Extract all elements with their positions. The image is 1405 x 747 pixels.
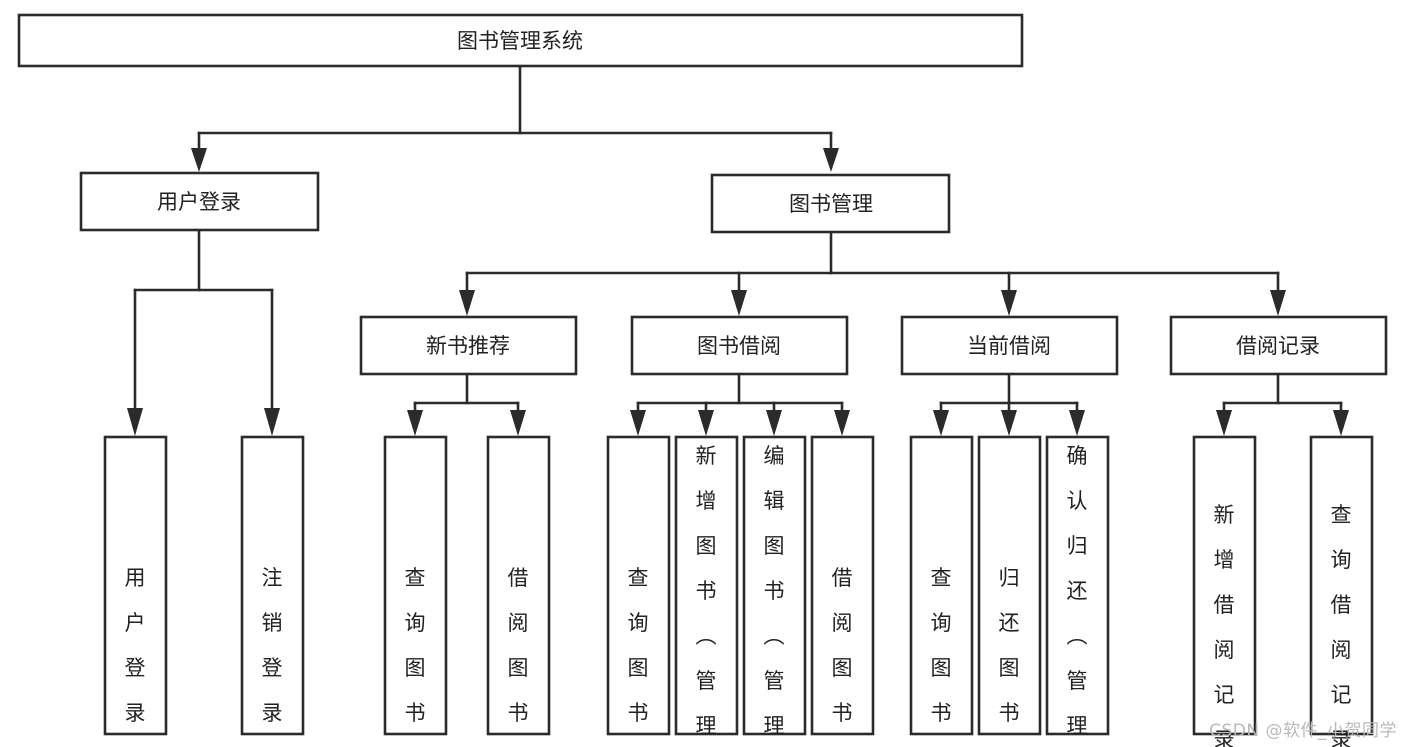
node-leaf-query-book-1[interactable]: 查询图书 — [383, 435, 448, 736]
node-book-manage[interactable]: 图书管理 — [710, 173, 951, 234]
node-leaf-user-login-box[interactable] — [103, 435, 168, 736]
node-user-login-box[interactable] — [79, 171, 320, 232]
arrow-bm-to-new-book-recommend — [459, 290, 475, 316]
arrow-br-c1 — [1216, 410, 1232, 436]
arrow-bb-c3 — [766, 410, 782, 436]
node-user-login[interactable]: 用户登录 — [79, 171, 320, 232]
node-leaf-query-record[interactable]: 查询借阅记录 — [1309, 435, 1374, 747]
node-new-book-recommend-label: 新书推荐 — [426, 334, 510, 358]
node-leaf-edit-book-box[interactable] — [742, 435, 807, 736]
node-leaf-user-logout-label: 注销登录 — [262, 566, 283, 725]
node-leaf-edit-book-label: 编辑图书︵管理员︶ — [764, 444, 785, 747]
node-book-borrow[interactable]: 图书借阅 — [630, 315, 849, 376]
edge-group-user-login — [127, 228, 280, 436]
node-leaf-query-book-3[interactable]: 查询图书 — [909, 435, 974, 736]
arrow-root-to-user-login — [191, 148, 207, 172]
node-current-borrow[interactable]: 当前借阅 — [900, 315, 1119, 376]
arrow-bb-c1 — [630, 410, 646, 436]
node-leaf-confirm-return-box[interactable] — [1045, 435, 1110, 736]
arrow-root-to-book-manage — [823, 148, 839, 172]
node-new-book-recommend[interactable]: 新书推荐 — [359, 315, 578, 376]
node-leaf-query-book-2-box[interactable] — [606, 435, 671, 736]
node-borrow-record-label: 借阅记录 — [1236, 334, 1320, 358]
node-leaf-query-record-box[interactable] — [1309, 435, 1374, 736]
node-root-label: 图书管理系统 — [457, 29, 583, 53]
node-leaf-user-logout-box[interactable] — [240, 435, 305, 736]
node-leaf-add-record[interactable]: 新增借阅记录 — [1192, 435, 1257, 747]
node-leaf-borrow-book-1-label: 借阅图书 — [508, 566, 529, 725]
node-leaf-query-book-1-label: 查询图书 — [405, 566, 426, 725]
node-leaf-user-logout[interactable]: 注销登录 — [240, 435, 305, 736]
node-leaf-borrow-book-1-box[interactable] — [486, 435, 551, 736]
node-book-manage-box[interactable] — [710, 173, 951, 234]
node-leaf-query-record-label: 查询借阅记录 — [1331, 503, 1352, 747]
node-leaf-add-record-box[interactable] — [1192, 435, 1257, 736]
node-leaf-return-book-label: 归还图书 — [999, 566, 1020, 725]
arrow-cb-c2 — [1001, 410, 1017, 436]
node-leaf-borrow-book-2-box[interactable] — [810, 435, 875, 736]
arrow-nbr-c1 — [407, 410, 423, 436]
node-root-box[interactable] — [17, 13, 1024, 68]
node-leaf-user-login-label: 用户登录 — [125, 566, 146, 725]
arrow-br-c2 — [1333, 410, 1349, 436]
node-leaf-confirm-return[interactable]: 确认归还︵管理员︶ — [1045, 435, 1110, 747]
arrow-nbr-c2 — [510, 410, 526, 436]
arrow-bm-to-borrow-record — [1270, 290, 1286, 316]
node-book-borrow-box[interactable] — [630, 315, 849, 376]
arrow-bb-c2 — [698, 410, 714, 436]
watermark-text: CSDN @软件_小贺同学 — [1209, 721, 1397, 741]
node-leaf-query-book-1-box[interactable] — [383, 435, 448, 736]
node-leaf-borrow-book-1[interactable]: 借阅图书 — [486, 435, 551, 736]
arrow-user-login-child1 — [127, 408, 143, 436]
node-leaf-query-book-2[interactable]: 查询图书 — [606, 435, 671, 736]
edge-group-book-manage — [459, 230, 1286, 316]
arrow-user-login-child2 — [264, 408, 280, 436]
node-root[interactable]: 图书管理系统 — [17, 13, 1024, 68]
node-leaf-confirm-return-label: 确认归还︵管理员︶ — [1067, 444, 1088, 747]
edge-group-book-borrow — [630, 372, 850, 436]
node-book-manage-label: 图书管理 — [789, 192, 873, 216]
node-leaf-query-book-3-box[interactable] — [909, 435, 974, 736]
edge-group-new-book-recommend — [407, 372, 526, 436]
node-user-login-label: 用户登录 — [157, 190, 241, 214]
node-leaf-query-book-2-label: 查询图书 — [628, 566, 649, 725]
node-leaf-user-login[interactable]: 用户登录 — [103, 435, 168, 736]
node-leaf-edit-book[interactable]: 编辑图书︵管理员︶ — [742, 435, 807, 747]
node-book-borrow-label: 图书借阅 — [697, 334, 781, 358]
node-leaf-add-book-label: 新增图书︵管理员︶ — [696, 444, 717, 747]
arrow-cb-c1 — [933, 410, 949, 436]
arrow-cb-c3 — [1069, 410, 1085, 436]
node-leaf-borrow-book-2-label: 借阅图书 — [832, 566, 853, 725]
node-new-book-recommend-box[interactable] — [359, 315, 578, 376]
node-leaf-add-record-label: 新增借阅记录 — [1214, 503, 1235, 747]
edge-group-borrow-record — [1216, 372, 1349, 436]
node-leaf-return-book[interactable]: 归还图书 — [977, 435, 1042, 736]
arrow-bm-to-current-borrow — [1001, 290, 1017, 316]
node-leaf-return-book-box[interactable] — [977, 435, 1042, 736]
node-leaf-add-book[interactable]: 新增图书︵管理员︶ — [674, 435, 739, 747]
node-leaf-query-book-3-label: 查询图书 — [931, 566, 952, 725]
node-current-borrow-label: 当前借阅 — [967, 334, 1051, 358]
edge-group-current-borrow — [933, 372, 1085, 436]
node-borrow-record[interactable]: 借阅记录 — [1169, 315, 1388, 376]
edge-group-root — [191, 64, 839, 172]
arrow-bb-c4 — [834, 410, 850, 436]
node-leaf-borrow-book-2[interactable]: 借阅图书 — [810, 435, 875, 736]
node-current-borrow-box[interactable] — [900, 315, 1119, 376]
node-leaf-add-book-box[interactable] — [674, 435, 739, 736]
arrow-bm-to-book-borrow — [731, 290, 747, 316]
node-borrow-record-box[interactable] — [1169, 315, 1388, 376]
